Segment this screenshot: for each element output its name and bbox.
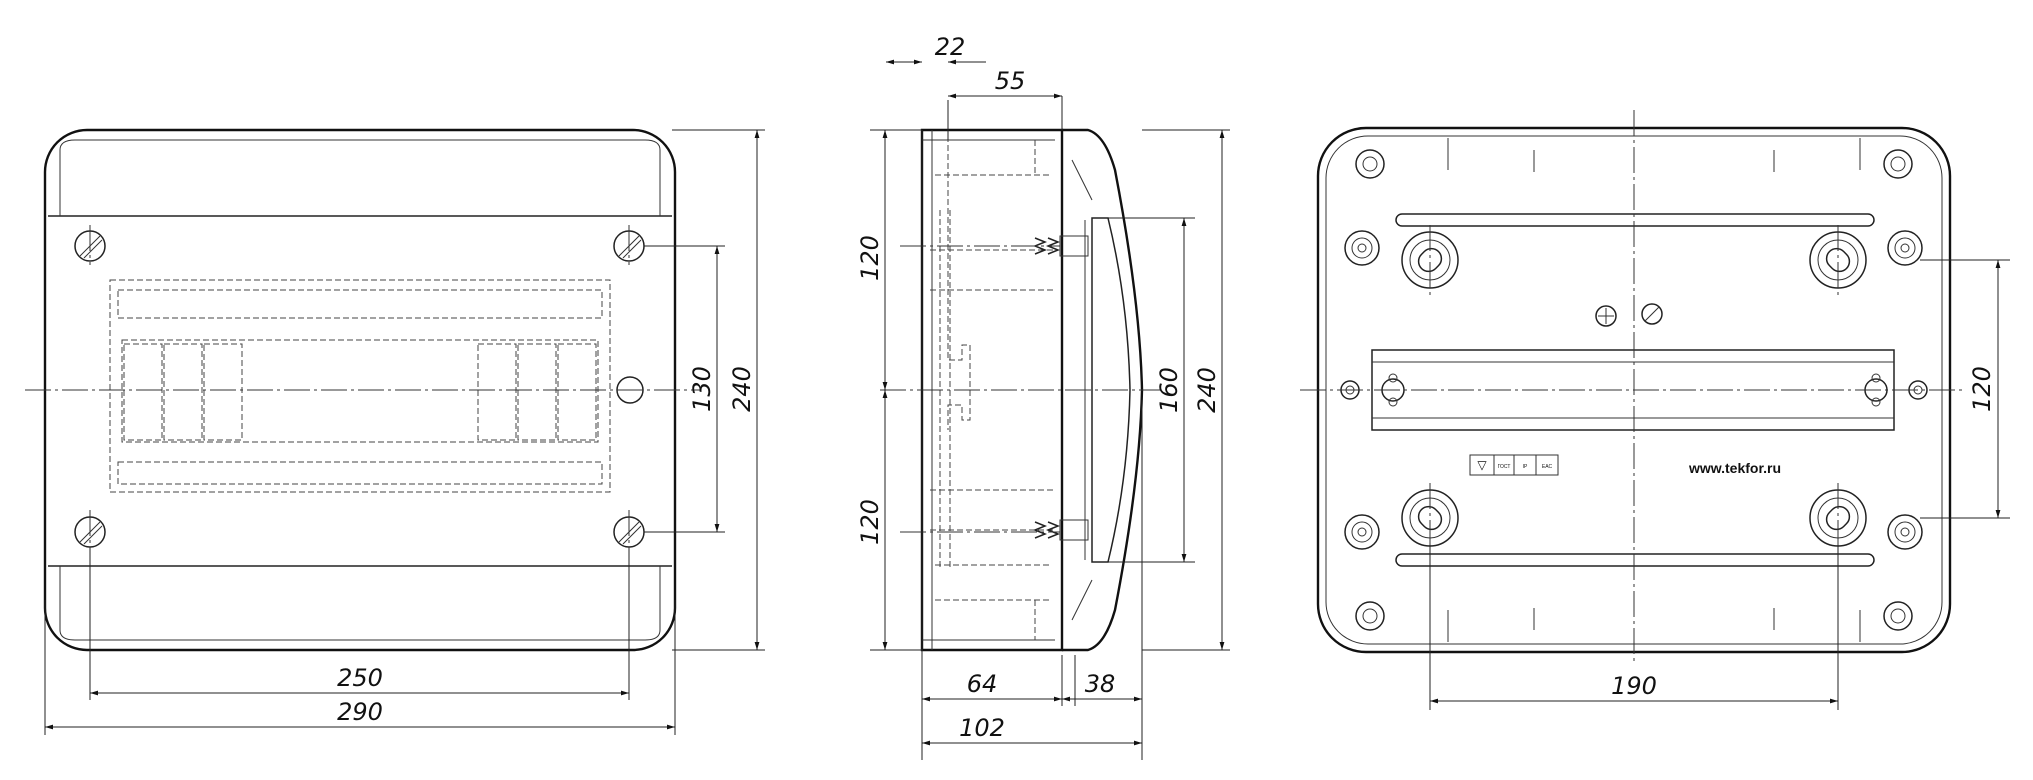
back-slot-bottom: [1395, 553, 1875, 567]
screw-icon: [1883, 149, 1913, 179]
front-view: 250 290 130 240: [25, 128, 765, 735]
mark-eac: EAC: [1542, 464, 1553, 470]
dim-side-22: 22: [935, 33, 966, 61]
dim-side-120-upper: 120: [856, 235, 884, 281]
dim-side-120-lower: 120: [856, 499, 884, 545]
back-slot-top: [1395, 213, 1875, 227]
mark-ip: IP: [1523, 464, 1528, 470]
grounding-icon: [1595, 305, 1617, 327]
din-rail: [947, 100, 971, 430]
mark-gost: ГОСТ: [1498, 464, 1511, 470]
screw-icon: [1355, 149, 1385, 179]
front-module-window: [109, 279, 611, 493]
dim-front-290: 290: [337, 698, 383, 726]
dim-side-240: 240: [1193, 367, 1221, 413]
side-view: 22 55 120 120 160 240 64 38 102: [856, 33, 1230, 760]
back-view: ▽ ГОСТ IP EAC www.tekfor.ru 190 120: [1300, 110, 2010, 710]
dim-front-240: 240: [728, 366, 756, 412]
dim-side-102: 102: [959, 714, 1005, 742]
dim-front-130: 130: [688, 366, 716, 412]
mounting-hole-icon: [1344, 514, 1380, 550]
certification-marks: ▽ ГОСТ IP EAC: [1469, 454, 1559, 476]
spring-icon: [1032, 519, 1089, 541]
dim-front-250: 250: [337, 664, 383, 692]
mark-triangle-icon: ▽: [1477, 458, 1487, 472]
dim-back-120: 120: [1968, 366, 1996, 412]
dim-side-64: 64: [967, 670, 998, 698]
grounding-icon: [1641, 303, 1663, 325]
website-label: www.tekfor.ru: [1688, 460, 1781, 476]
dim-back-190: 190: [1611, 672, 1657, 700]
screw-icon: [1883, 601, 1913, 631]
mounting-hole-icon: [1887, 514, 1923, 550]
dim-side-160: 160: [1155, 367, 1183, 413]
dim-side-55: 55: [995, 67, 1026, 95]
dim-side-38: 38: [1085, 670, 1116, 698]
mounting-hole-icon: [1344, 230, 1380, 266]
mounting-hole-icon: [1887, 230, 1923, 266]
screw-icon: [1355, 601, 1385, 631]
